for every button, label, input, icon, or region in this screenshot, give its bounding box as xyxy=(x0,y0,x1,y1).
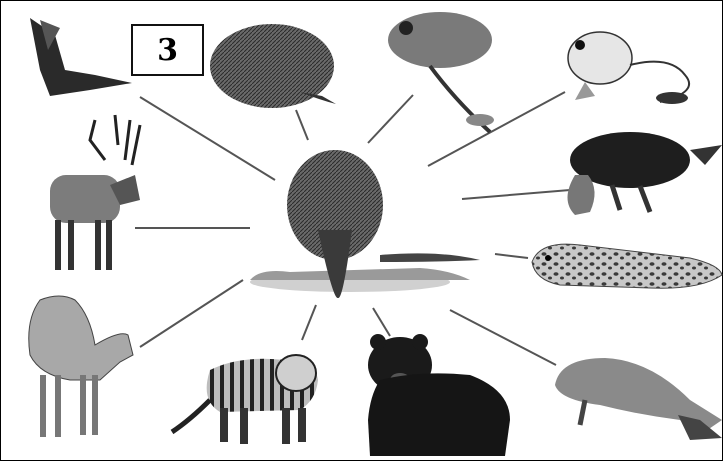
jerboa-icon xyxy=(568,32,689,104)
bat-icon xyxy=(30,18,132,96)
manatee-icon xyxy=(555,358,722,440)
seal-icon xyxy=(532,244,722,288)
camel-icon xyxy=(29,296,133,437)
hedgehog-icon xyxy=(210,24,336,108)
center-animal-icon xyxy=(250,150,480,298)
mouse-icon xyxy=(388,12,494,132)
platypus-icon xyxy=(568,132,723,215)
tiger-icon xyxy=(172,355,318,444)
reindeer-icon xyxy=(50,115,140,270)
figure-label: 3 xyxy=(157,33,178,68)
figure-label-box: 3 xyxy=(131,24,204,76)
bear-icon xyxy=(368,334,510,456)
